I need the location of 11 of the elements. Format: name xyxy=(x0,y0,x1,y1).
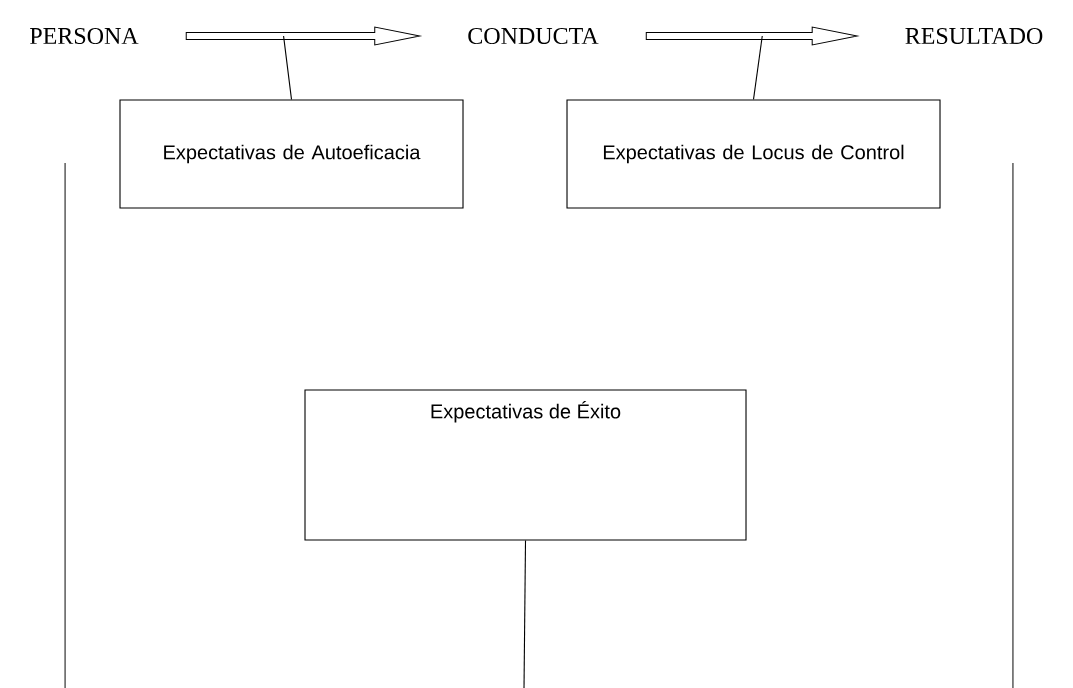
concept-label: PERSONA xyxy=(30,27,139,45)
connector-line xyxy=(523,540,527,688)
connector-line xyxy=(283,35,293,100)
concept-label: RESULTADO xyxy=(905,27,1043,45)
block-arrow xyxy=(645,26,858,46)
concept-label: CONDUCTA xyxy=(468,27,599,45)
text-box: Expectativas de Autoeficacia xyxy=(119,99,464,209)
block-arrow xyxy=(185,26,421,46)
text-box: Expectativas de Locus de Control xyxy=(566,99,941,209)
text-box: Expectativas de Éxito xyxy=(304,389,747,541)
connector-line xyxy=(752,35,763,100)
